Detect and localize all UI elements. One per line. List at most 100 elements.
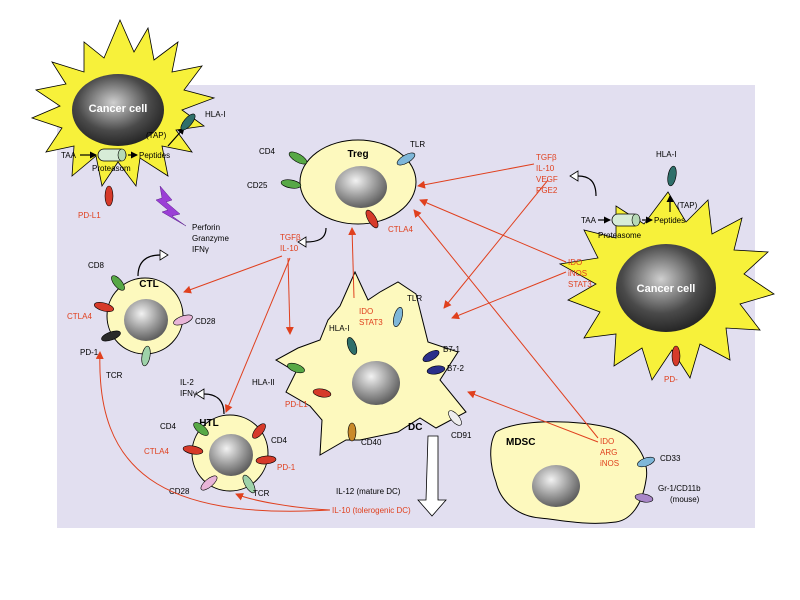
- arrow-il10-to-htl: [235, 493, 331, 511]
- arrow-il10-to-ctl: [95, 351, 331, 512]
- arrow-treg-to-htl: [224, 257, 291, 413]
- mdsc-factor-2: ARG: [600, 448, 617, 457]
- dc-factor-1: IDO: [359, 307, 373, 316]
- dc-tlr-label: TLR: [407, 294, 422, 303]
- ctl-effector-1: Perforin: [192, 223, 220, 232]
- cancer-nucleus-left: [72, 74, 164, 146]
- ctla4-receptor-ctl: [93, 302, 115, 312]
- ctl-effector-3: IFNγ: [192, 245, 209, 254]
- dc-title: DC: [408, 422, 422, 433]
- b71-receptor-dc: [422, 350, 440, 362]
- proteasome-icon-right: [611, 213, 641, 227]
- cancer-cell-right: Cancer cell TAA Peptides Proteasome (TAP…: [558, 150, 775, 384]
- ctl-title: CTL: [139, 279, 158, 290]
- ctla4-receptor-htl: [182, 445, 204, 455]
- cd28-receptor-ctl: [173, 314, 193, 326]
- dc-cd91-label: CD91: [451, 431, 472, 440]
- dc-il12-label: IL-12 (mature DC): [336, 487, 401, 496]
- hla-label-left: HLA-I: [205, 110, 225, 119]
- tlr-receptor-dc: [393, 306, 403, 328]
- mdsc-mouse-label: (mouse): [670, 495, 700, 504]
- arrow-dc-to-treg: [348, 227, 357, 299]
- treg-cd4-label: CD4: [259, 147, 276, 156]
- pd-receptor-right: [671, 345, 681, 367]
- dc-il10-label: IL-10 (tolerogenic DC): [332, 506, 411, 515]
- pdl1-label-left: PD-L1: [78, 211, 101, 220]
- treg-secreted-1: TGFβ: [280, 233, 301, 242]
- htl-cytokine-1: IL-2: [180, 378, 194, 387]
- arrow-cancerfactors-to-treg: [419, 199, 567, 263]
- peptides-label-left: Peptides: [139, 151, 170, 160]
- treg-cell: Treg CD4 CD25 TLR CTLA4: [247, 139, 425, 234]
- dc-pdl1-label: PD-L1: [285, 400, 308, 409]
- pd1-receptor-htl: [255, 455, 277, 465]
- cancer-title-right: Cancer cell: [637, 283, 696, 295]
- mdsc-title: MDSC: [506, 437, 535, 448]
- htl-title: HTL: [199, 418, 218, 429]
- dc-cell: DC TLR HLA-I HLA-II B7-1 B7-2 PD-L1 CD40…: [252, 270, 472, 456]
- treg-output-arrow: [305, 227, 327, 243]
- dc-b71-label: B7-1: [443, 345, 460, 354]
- hla1-receptor-dc: [346, 337, 358, 355]
- pdl1-receptor-left: [104, 185, 114, 207]
- proteasom-label-left: Proteasom: [92, 164, 131, 173]
- tcr-receptor-ctl: [141, 345, 151, 367]
- htl-cd4-left-label: CD4: [160, 422, 177, 431]
- ctl-output-arrow: [137, 254, 161, 277]
- hla2-receptor-dc: [287, 362, 305, 374]
- treg-cd25-label: CD25: [247, 181, 268, 190]
- cd40-receptor-dc: [347, 422, 357, 442]
- cd4-receptor-treg: [288, 151, 308, 165]
- cancer-output-arrow: [577, 175, 597, 197]
- gr1-receptor-mdsc: [634, 493, 654, 503]
- htl-cytokine-2: IFNγ: [180, 389, 197, 398]
- proteasome-label-right: Proteasome: [598, 231, 642, 240]
- dc-hla2-label: HLA-II: [252, 378, 275, 387]
- cd28-receptor-htl: [200, 475, 218, 491]
- cd4-receptor-htl-right: [252, 423, 266, 439]
- hla-label-right: HLA-I: [656, 150, 676, 159]
- dc-factor-2: STAT3: [359, 318, 383, 327]
- cancer-secreted-1: TGFβ: [536, 153, 557, 162]
- peptides-label-right: Peptides: [654, 216, 685, 225]
- arrow-cancer-to-dc: [443, 179, 549, 309]
- b72-receptor-dc: [426, 365, 446, 375]
- mdsc-cd33-label: CD33: [660, 454, 681, 463]
- cancer-title-left: Cancer cell: [89, 103, 148, 115]
- cancer-factor-1: IDO: [568, 258, 582, 267]
- cancer-secreted-2: IL-10: [536, 164, 555, 173]
- red-arrows: [95, 163, 599, 512]
- treg-title: Treg: [347, 149, 368, 160]
- proteasome-icon-left: [97, 148, 127, 162]
- treg-ctla4-label: CTLA4: [388, 225, 413, 234]
- htl-cd4-right-label: CD4: [271, 436, 288, 445]
- cancer-nucleus-right: [616, 244, 716, 332]
- htl-cd28-label: CD28: [169, 487, 190, 496]
- arrow-mdsc-to-treg: [413, 209, 599, 439]
- tap-label-left: (TAP): [146, 131, 167, 140]
- arrow-cancerfactors-to-dc: [451, 271, 567, 320]
- arrow-treg-to-ctl: [183, 255, 283, 294]
- pd-label-right: PD-: [664, 375, 678, 384]
- ctl-pd1-label: PD-1: [80, 348, 99, 357]
- treg-tlr-label: TLR: [410, 140, 425, 149]
- htl-output-arrow: [203, 393, 225, 415]
- ctl-cd28-label: CD28: [195, 317, 216, 326]
- arrow-mdsc-to-dc: [467, 390, 599, 443]
- htl-tcr-label: TCR: [253, 489, 270, 498]
- ctl-cell: CTL CD8 CTLA4 PD-1 TCR CD28: [67, 261, 216, 380]
- ctl-effector-2: Granzyme: [192, 234, 229, 243]
- htl-pd1-label: PD-1: [277, 463, 296, 472]
- ctl-cd8-label: CD8: [88, 261, 105, 270]
- cancer-factor-3: STAT3: [568, 280, 592, 289]
- dc-b72-label: B7-2: [447, 364, 464, 373]
- dc-hla1-label: HLA-I: [329, 324, 349, 333]
- ctl-tcr-label: TCR: [106, 371, 123, 380]
- lightning-icon: [155, 185, 187, 227]
- taa-label-right: TAA: [581, 216, 597, 225]
- arrow-treg-to-dc: [285, 257, 294, 335]
- cancer-secreted-4: PGE2: [536, 186, 558, 195]
- cd4-receptor-htl-left: [193, 422, 209, 436]
- cd91-receptor-dc: [448, 410, 462, 426]
- pdl1-receptor-dc: [312, 388, 332, 398]
